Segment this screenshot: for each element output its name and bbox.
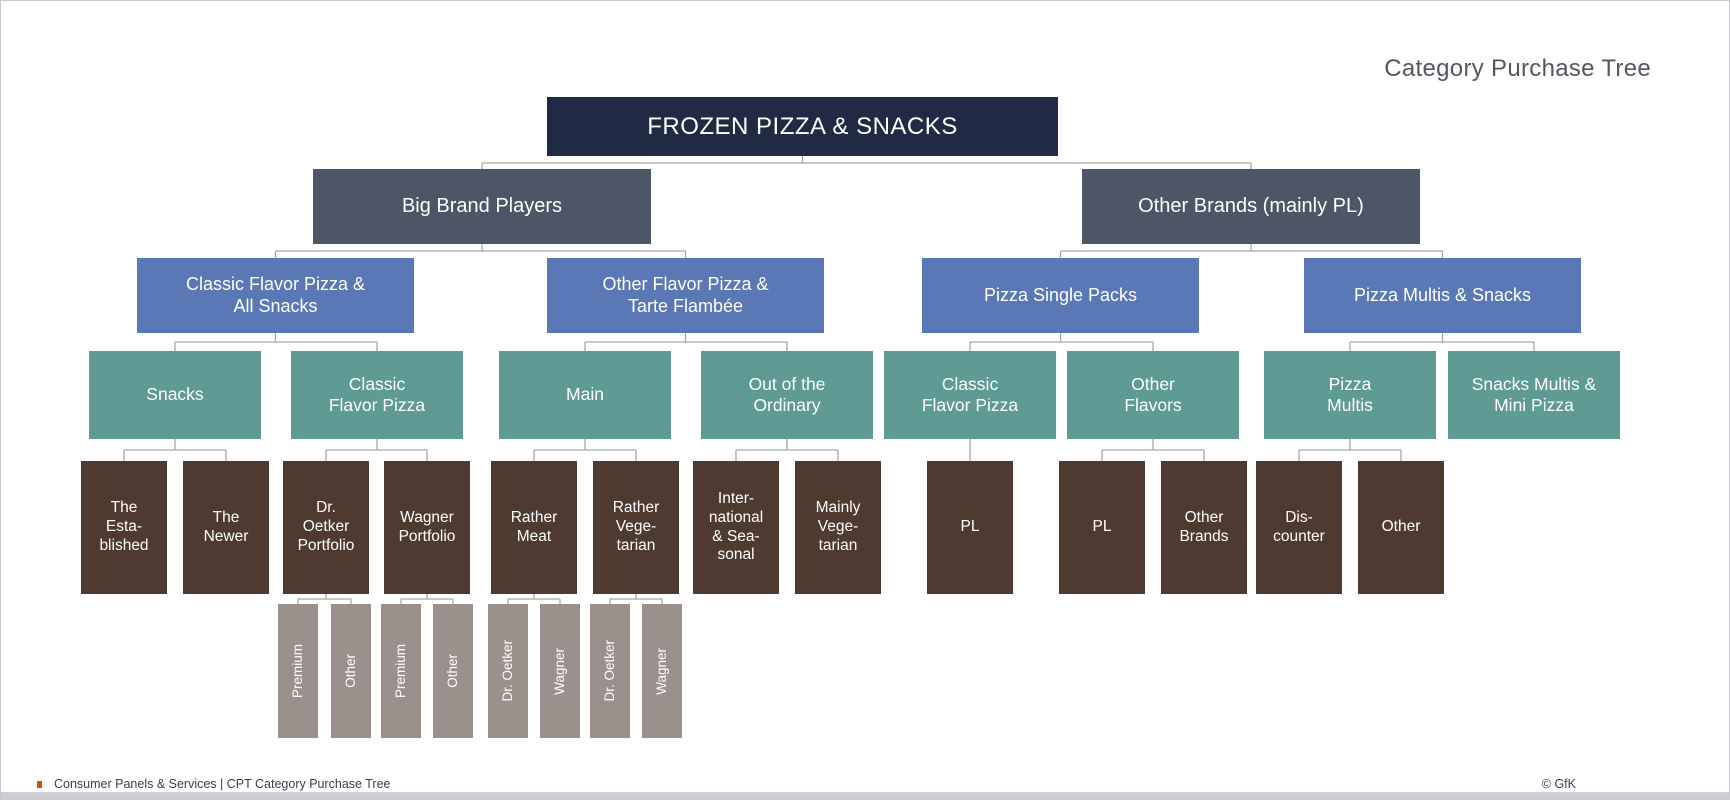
tree-node-b3: Pizza Single Packs [922, 258, 1199, 333]
tree-node-label: Big Brand Players [401, 195, 563, 218]
tree-node-label: Pizza Single Packs [983, 284, 1138, 305]
tree-node-label: Other Flavor Pizza & Tarte Flambée [602, 273, 769, 316]
tree-node-d5: Rather Meat [491, 461, 577, 594]
tree-node-label: Dr. Oetker [499, 640, 515, 702]
tree-node-label: Other Brands [1179, 508, 1229, 545]
tree-node-label: Out of the Ordinary [748, 373, 826, 415]
tree-node-t6: Other Flavors [1067, 351, 1239, 439]
tree-node-label: Dr. Oetker [601, 640, 617, 702]
tree-node-label: Inter- national & Sea- sonal [708, 489, 764, 564]
tree-node-t3: Main [499, 351, 671, 439]
tree-node-label: Snacks [146, 384, 204, 405]
tree-node-label: Classic Flavor Pizza [328, 373, 426, 415]
tree-node-v6: Wagner [540, 604, 580, 738]
tree-node-label: Other [342, 654, 358, 688]
tree-node-root: FROZEN PIZZA & SNACKS [547, 97, 1058, 156]
tree-node-label: Other [444, 654, 460, 688]
tree-node-d11: Other Brands [1161, 461, 1247, 594]
tree-node-t5: Classic Flavor Pizza [884, 351, 1056, 439]
tree-node-label: Rather Vege- tarian [612, 499, 660, 554]
tree-node-v1: Premium [278, 604, 318, 738]
tree-node-label: Rather Meat [510, 508, 558, 545]
tree-node-label: PL [1092, 518, 1112, 536]
tree-node-t1: Snacks [89, 351, 261, 439]
tree-node-v2: Other [331, 604, 371, 738]
tree-node-v8: Wagner [642, 604, 682, 738]
tree-node-d4: Wagner Portfolio [384, 461, 470, 594]
tree-node-d6: Rather Vege- tarian [593, 461, 679, 594]
tree-node-label: Wagner [653, 647, 669, 695]
tree-node-label: Premium [392, 643, 408, 698]
tree-node-label: PL [960, 518, 980, 536]
tree-node-b2: Other Flavor Pizza & Tarte Flambée [547, 258, 824, 333]
tree-node-d8: Mainly Vege- tarian [795, 461, 881, 594]
tree-node-d12: Dis- counter [1256, 461, 1342, 594]
tree-node-d9: PL [927, 461, 1013, 594]
tree-node-label: Dr. Oetker Portfolio [297, 499, 355, 554]
tree-node-label: Dis- counter [1273, 508, 1325, 545]
tree-node-d3: Dr. Oetker Portfolio [283, 461, 369, 594]
tree-node-t4: Out of the Ordinary [701, 351, 873, 439]
tree-node-bbp: Big Brand Players [313, 169, 651, 244]
tree-node-label: Mainly Vege- tarian [815, 499, 861, 554]
tree-node-label: Main [566, 384, 604, 405]
tree-node-label: Wagner [551, 647, 567, 695]
tree-node-v7: Dr. Oetker [590, 604, 630, 738]
tree-node-d1: The Esta- blished [81, 461, 167, 594]
tree-node-label: Wagner Portfolio [398, 508, 456, 545]
tree-node-label: Premium [289, 643, 305, 698]
tree-node-v5: Dr. Oetker [488, 604, 528, 738]
tree-node-label: Pizza Multis & Snacks [1353, 284, 1532, 305]
tree-node-label: Pizza Multis [1327, 373, 1373, 415]
tree-node-label: Classic Flavor Pizza & All Snacks [185, 273, 366, 316]
tree-node-label: Other Brands (mainly PL) [1138, 195, 1364, 218]
bottom-edge-strip [1, 792, 1729, 799]
tree-node-label: Other [1381, 518, 1421, 536]
tree-node-label: The Newer [203, 508, 249, 545]
tree-node-label: Snacks Multis & Mini Pizza [1471, 373, 1597, 415]
footer-copyright: © GfK [1541, 777, 1576, 791]
tree-node-d10: PL [1059, 461, 1145, 594]
tree-node-label: Other Flavors [1124, 373, 1182, 415]
tree-node-d13: Other [1358, 461, 1444, 594]
tree-node-label: FROZEN PIZZA & SNACKS [647, 112, 958, 140]
tree-node-v4: Other [433, 604, 473, 738]
footer-bullet-icon [37, 781, 42, 788]
footer: Consumer Panels & Services | CPT Categor… [1, 753, 1729, 799]
footer-source-text: Consumer Panels & Services | CPT Categor… [54, 777, 391, 791]
tree-node-t2: Classic Flavor Pizza [291, 351, 463, 439]
tree-node-t8: Snacks Multis & Mini Pizza [1448, 351, 1620, 439]
tree-node-b1: Classic Flavor Pizza & All Snacks [137, 258, 414, 333]
tree-node-label: The Esta- blished [99, 499, 149, 554]
tree-node-b4: Pizza Multis & Snacks [1304, 258, 1581, 333]
tree-node-ob: Other Brands (mainly PL) [1082, 169, 1420, 244]
tree-node-t7: Pizza Multis [1264, 351, 1436, 439]
tree-node-label: Classic Flavor Pizza [921, 373, 1019, 415]
tree-node-d2: The Newer [183, 461, 269, 594]
tree-node-d7: Inter- national & Sea- sonal [693, 461, 779, 594]
page-title: Category Purchase Tree [1384, 55, 1651, 82]
tree-node-v3: Premium [381, 604, 421, 738]
